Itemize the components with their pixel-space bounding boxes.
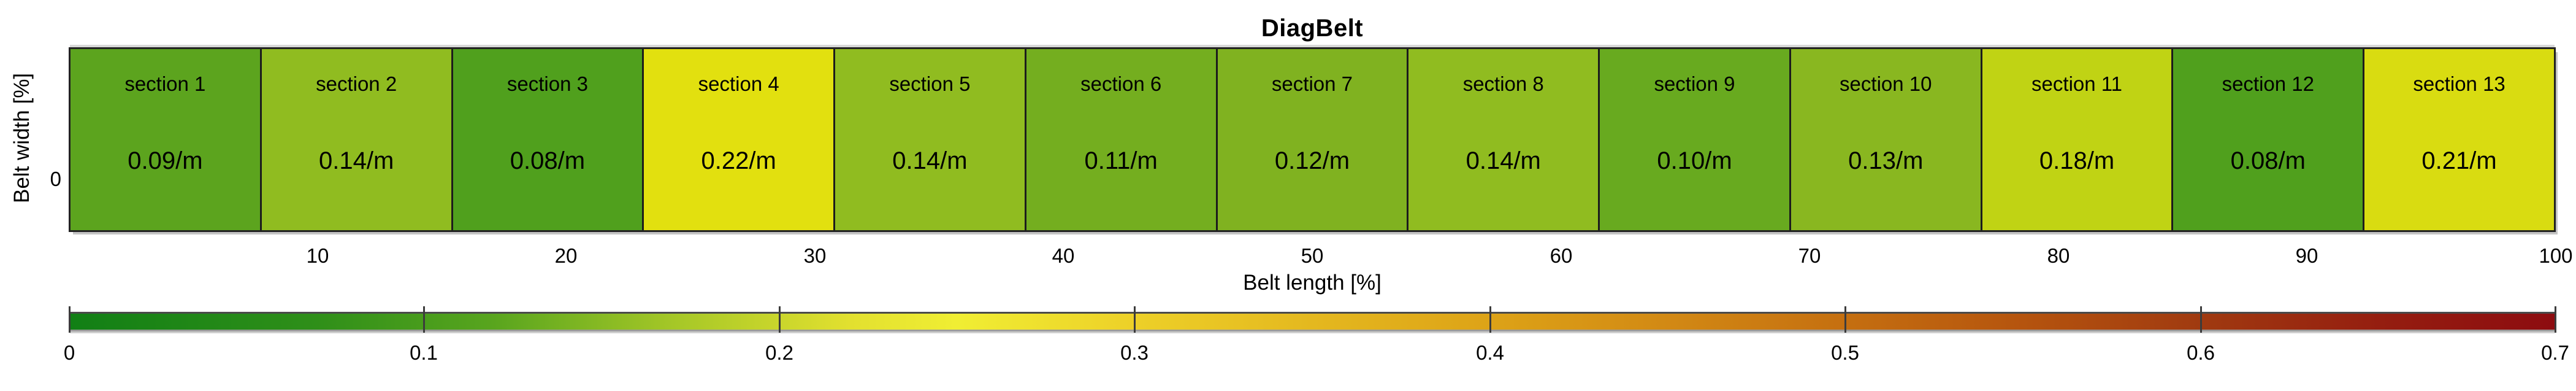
belt-heatmap-plot: section 1 0.09/m section 2 0.14/m sectio… — [69, 47, 2556, 232]
section-value: 0.18/m — [2039, 147, 2115, 174]
section-value: 0.22/m — [701, 147, 776, 174]
x-tick-50: 50 — [1301, 244, 1324, 267]
belt-section-2: section 2 0.14/m — [261, 49, 453, 230]
x-tick-70: 70 — [1798, 244, 1821, 267]
y-axis-tick-0: 0 — [50, 168, 61, 190]
section-label: section 6 — [1080, 72, 1162, 95]
section-label: section 11 — [2031, 72, 2123, 95]
section-label: section 3 — [506, 72, 588, 95]
colorbar-tick-mark — [423, 306, 425, 333]
section-label: section 8 — [1462, 72, 1544, 95]
section-value: 0.14/m — [1466, 147, 1541, 174]
belt-section-4: section 4 0.22/m — [644, 49, 836, 230]
section-value: 0.11/m — [1084, 147, 1158, 174]
x-tick-40: 40 — [1052, 244, 1075, 267]
x-tick-100: 100 — [2539, 244, 2573, 267]
x-tick-20: 20 — [554, 244, 578, 267]
section-label: section 5 — [889, 72, 971, 95]
colorbar-tick-mark — [2200, 306, 2202, 333]
colorbar-tick-0-3: 0.3 — [1120, 341, 1148, 364]
belt-section-9: section 9 0.10/m — [1600, 49, 1791, 230]
colorbar-tick-0-2: 0.2 — [765, 341, 793, 364]
belt-section-12: section 12 0.08/m — [2173, 49, 2365, 230]
belt-section-7: section 7 0.12/m — [1217, 49, 1409, 230]
section-value: 0.12/m — [1274, 147, 1350, 174]
section-label: section 9 — [1654, 72, 1735, 95]
colorbar-tick-mark — [1134, 306, 1136, 333]
x-tick-80: 80 — [2047, 244, 2070, 267]
section-label: section 13 — [2413, 72, 2505, 95]
belt-section-6: section 6 0.11/m — [1026, 49, 1218, 230]
colorbar-tick-mark — [779, 306, 781, 333]
section-value: 0.14/m — [892, 147, 968, 174]
belt-section-10: section 10 0.13/m — [1791, 49, 1982, 230]
section-label: section 4 — [698, 72, 779, 95]
colorbar-tick-0-6: 0.6 — [2187, 341, 2215, 364]
colorbar-tick-0: 0 — [63, 341, 75, 364]
section-value: 0.14/m — [319, 147, 394, 174]
x-tick-60: 60 — [1550, 244, 1573, 267]
x-tick-90: 90 — [2295, 244, 2318, 267]
chart-title: DiagBelt — [1261, 15, 1364, 42]
belt-section-11: section 11 0.18/m — [1982, 49, 2174, 230]
colorbar-gradient — [69, 312, 2556, 331]
x-tick-10: 10 — [306, 244, 329, 267]
belt-section-1: section 1 0.09/m — [71, 49, 262, 230]
section-label: section 7 — [1271, 72, 1353, 95]
y-axis-label: Belt width [%] — [10, 72, 34, 204]
colorbar-tick-mark — [69, 306, 71, 333]
section-value: 0.13/m — [1848, 147, 1924, 174]
section-label: section 1 — [124, 72, 206, 95]
x-axis-label: Belt length [%] — [1243, 271, 1382, 295]
section-label: section 2 — [316, 72, 397, 95]
belt-section-3: section 3 0.08/m — [453, 49, 644, 230]
belt-section-5: section 5 0.14/m — [835, 49, 1026, 230]
section-value: 0.08/m — [510, 147, 586, 174]
colorbar-tick-mark — [2555, 306, 2556, 333]
colorbar-tick-0-4: 0.4 — [1476, 341, 1504, 364]
colorbar-tick-0-5: 0.5 — [1831, 341, 1859, 364]
section-value: 0.21/m — [2421, 147, 2497, 174]
belt-section-13: section 13 0.21/m — [2364, 49, 2554, 230]
section-value: 0.08/m — [2230, 147, 2306, 174]
colorbar-tick-0-7: 0.7 — [2541, 341, 2569, 364]
section-value: 0.09/m — [128, 147, 203, 174]
colorbar-tick-mark — [1489, 306, 1491, 333]
belt-section-8: section 8 0.14/m — [1408, 49, 1600, 230]
x-tick-30: 30 — [803, 244, 827, 267]
section-label: section 10 — [1840, 72, 1932, 95]
colorbar-tick-mark — [1844, 306, 1846, 333]
section-label: section 12 — [2222, 72, 2315, 95]
section-value: 0.10/m — [1657, 147, 1732, 174]
colorbar-tick-0-1: 0.1 — [410, 341, 438, 364]
